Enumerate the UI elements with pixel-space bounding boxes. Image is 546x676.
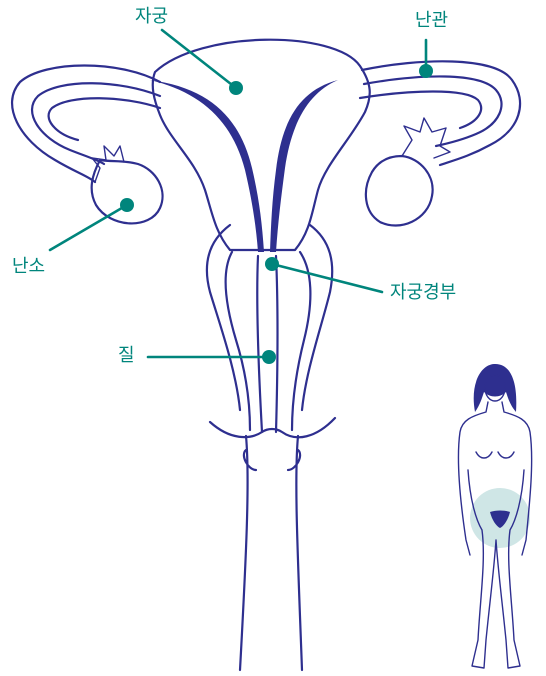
uterine-wall-left: [150, 80, 264, 252]
vagina-channel-right: [276, 256, 278, 432]
label-cervix: 자궁경부: [390, 284, 456, 302]
fimbriae-left: [92, 146, 124, 182]
cervix-outline-left: [207, 225, 240, 410]
marker-ovary: [120, 198, 134, 212]
marker-vagina: [262, 350, 276, 364]
cervix-outline-right: [302, 225, 332, 410]
label-vagina: 질: [118, 347, 135, 365]
vagina-inner-left: [226, 252, 250, 430]
vagina-inner-right: [292, 252, 310, 430]
fimbriae-right: [402, 118, 450, 158]
marker-uterus: [229, 81, 243, 95]
marker-fallopian-tube: [419, 64, 433, 78]
uterus-outline: [153, 40, 370, 250]
human-figure: [458, 364, 531, 668]
label-uterus: 자궁: [135, 8, 168, 26]
figure-hair: [474, 364, 517, 412]
uterine-wall-right: [270, 80, 338, 252]
figure-chest: [476, 452, 514, 458]
marker-cervix: [265, 257, 279, 271]
vaginal-canal-lower: [240, 436, 302, 670]
leader-ovary: [50, 205, 127, 250]
vaginal-opening: [210, 418, 335, 437]
vagina-channel-left: [257, 256, 262, 432]
ovary-left: [92, 160, 163, 223]
label-ovary: 난소: [12, 258, 45, 276]
fallopian-tube-right: [360, 61, 520, 165]
label-fallopian-tube: 난관: [415, 12, 448, 30]
ovary-right: [366, 156, 433, 226]
leader-cervix: [272, 264, 382, 292]
